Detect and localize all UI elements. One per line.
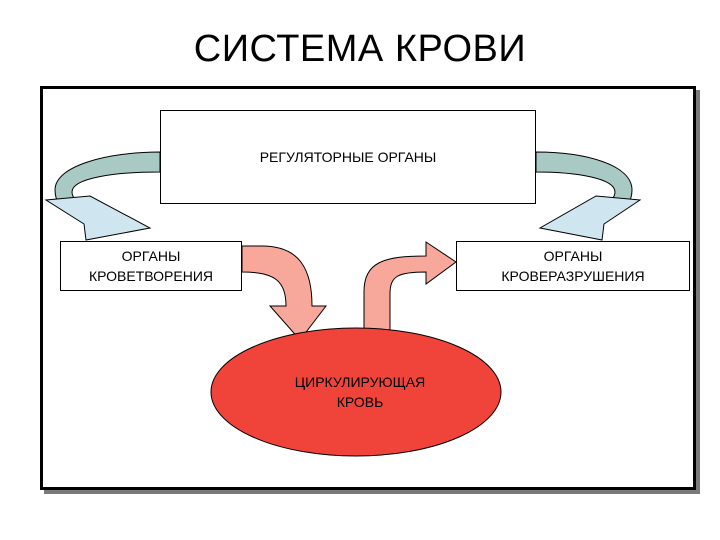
arrow-to-blood: [241, 245, 328, 341]
hemolysis-organs-box: ОРГАНЫ КРОВЕРАЗРУШЕНИЯ: [456, 241, 690, 291]
page-title: СИСТЕМА КРОВИ: [193, 28, 527, 70]
right-curved-arrow-head: [538, 195, 642, 241]
arrow-from-blood: [363, 241, 457, 335]
regulatory-organs-box: РЕГУЛЯТОРНЫЕ ОРГАНЫ: [160, 110, 536, 204]
circulating-blood-label: ЦИРКУЛИРУЮЩАЯ КРОВЬ: [294, 374, 426, 410]
hematopoiesis-organs-box: ОРГАНЫ КРОВЕТВОРЕНИЯ: [60, 241, 242, 291]
circulating-blood-ellipse: [210, 327, 502, 457]
left-curved-arrow-head: [44, 195, 152, 241]
